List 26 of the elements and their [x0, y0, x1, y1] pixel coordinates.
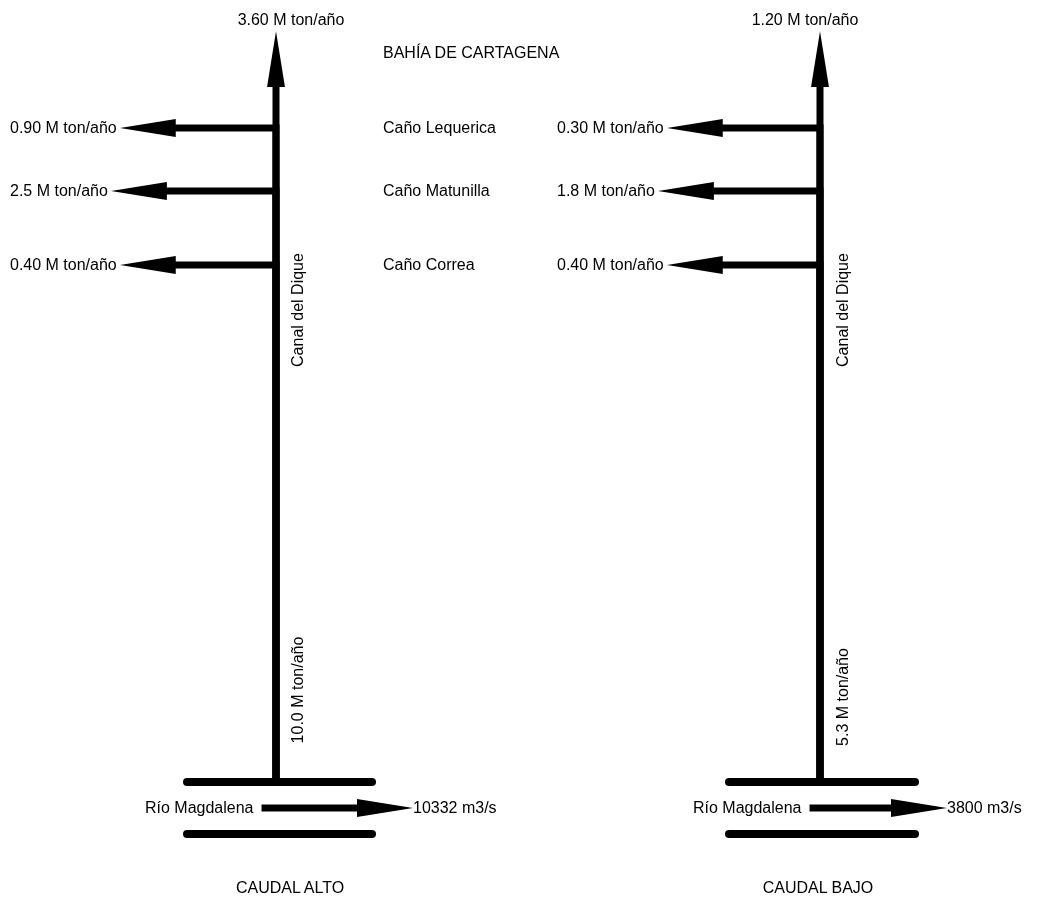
flow-value-label: 0.30 M ton/año [557, 118, 664, 138]
scenario-caption: CAUDAL BAJO [762, 878, 874, 898]
place-label: BAHÍA DE CARTAGENA [383, 43, 560, 63]
flow-value-label: 3800 m3/s [947, 798, 1022, 818]
flow-value-label: 0.90 M ton/año [10, 118, 117, 138]
flow-value-label: 1.8 M ton/año [557, 181, 655, 201]
river-bank-line [183, 778, 376, 786]
flow-value-label: 3.60 M ton/año [237, 10, 345, 30]
flow-value-label: 10332 m3/s [413, 798, 497, 818]
flow-arrow [809, 799, 947, 817]
river-name-label: Río Magdalena [693, 798, 802, 818]
river-name-label: Río Magdalena [145, 798, 254, 818]
river-bank-line [725, 778, 919, 786]
channel-label: Caño Lequerica [383, 118, 496, 138]
flow-value-label: 2.5 M ton/año [10, 181, 108, 201]
channel-label: Caño Matunilla [383, 181, 490, 201]
canal-label: Canal del Dique [833, 253, 852, 367]
flow-value-label: 5.3 M ton/año [833, 648, 852, 746]
flow-value-label: 0.40 M ton/año [10, 255, 117, 275]
flow-value-label: 10.0 M ton/año [288, 636, 307, 744]
flow-value-label: 0.40 M ton/año [557, 255, 664, 275]
canal-label: Canal del Dique [288, 253, 307, 367]
channel-label: Caño Correa [383, 255, 475, 275]
flow-value-label: 1.20 M ton/año [751, 10, 859, 30]
flow-arrow [261, 799, 413, 817]
scenario-caption: CAUDAL ALTO [235, 878, 345, 898]
